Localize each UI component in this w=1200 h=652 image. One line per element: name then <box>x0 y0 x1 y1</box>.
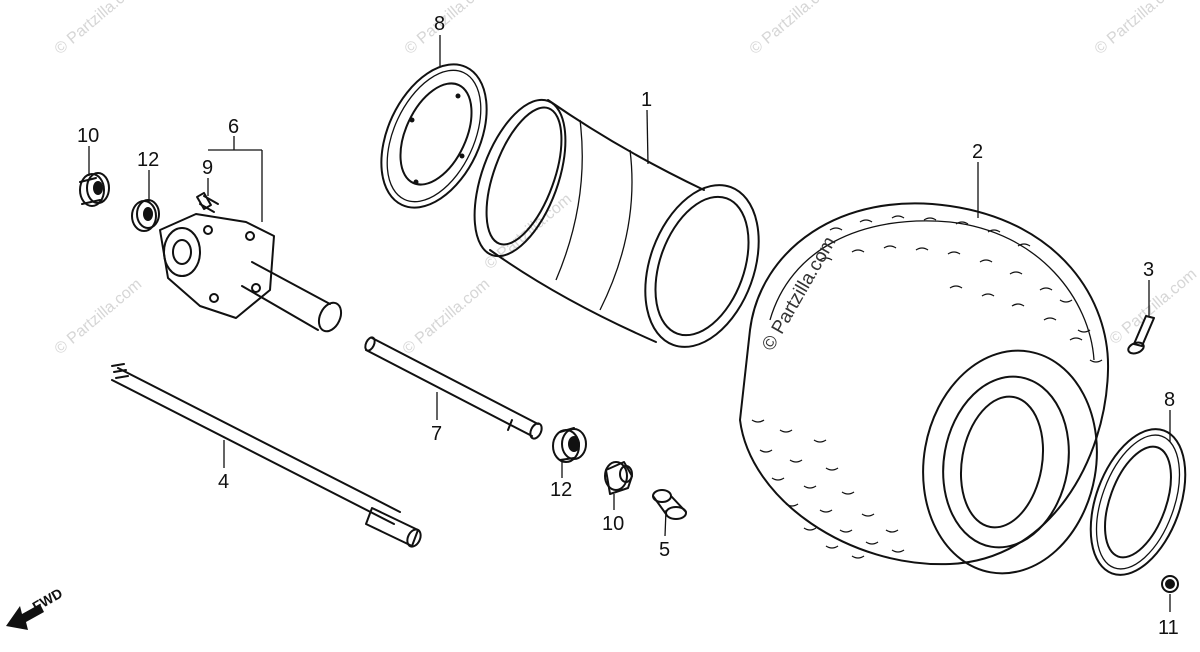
part-axle-short <box>364 336 543 440</box>
callout-12-left: 12 <box>137 149 159 171</box>
fwd-label: FWD <box>30 585 66 615</box>
watermark-layer: © Partzilla.com © Partzilla.com © Partzi… <box>52 0 1200 358</box>
callout-1: 1 <box>641 89 652 111</box>
callout-6: 6 <box>228 116 239 138</box>
fwd-arrow: FWD <box>6 585 65 630</box>
watermark: © Partzilla.com <box>52 0 146 58</box>
watermark: © Partzilla.com <box>402 0 496 58</box>
part-wheel-plate-upper <box>380 63 488 209</box>
callout-9: 9 <box>202 157 213 179</box>
part-tire <box>739 202 1110 575</box>
callout-2: 2 <box>972 141 983 163</box>
watermark: © Partzilla.com <box>747 0 841 58</box>
part-bolt-9 <box>196 191 219 213</box>
callout-8-upper: 8 <box>434 13 445 35</box>
part-bearing-12-right <box>552 427 587 463</box>
watermark: © Partzilla.com <box>1092 0 1186 58</box>
part-wheel-plate-lower <box>1089 428 1187 576</box>
callout-10-right: 10 <box>602 513 624 535</box>
part-bearing-12-left <box>131 199 160 232</box>
callout-8-lower: 8 <box>1164 389 1175 411</box>
part-nut <box>1161 575 1179 593</box>
callout-10-left: 10 <box>77 125 99 147</box>
callout-labels: 1 2 3 4 5 6 7 8 8 9 10 10 11 12 12 <box>77 13 1179 639</box>
part-valve <box>1127 315 1155 355</box>
callout-5: 5 <box>659 539 670 561</box>
callout-7: 7 <box>431 423 442 445</box>
part-hub <box>159 213 343 333</box>
part-axle-long <box>111 363 422 548</box>
watermark: © Partzilla.com <box>400 276 494 358</box>
part-rim <box>473 98 760 348</box>
callout-11: 11 <box>1158 617 1179 639</box>
part-collar-10-left <box>79 172 110 207</box>
watermark-center: © Partzilla.com <box>758 233 840 354</box>
callout-4: 4 <box>218 471 229 493</box>
tire-tread-pattern <box>751 215 1103 559</box>
callout-3: 3 <box>1143 259 1154 281</box>
part-collar-10-right <box>604 461 633 495</box>
watermark: © Partzilla.com <box>52 276 146 358</box>
callout-12-right: 12 <box>550 479 572 501</box>
leader-lines <box>88 35 1171 612</box>
part-spacer-5 <box>652 489 687 520</box>
watermark: © Partzilla.com <box>482 191 576 273</box>
